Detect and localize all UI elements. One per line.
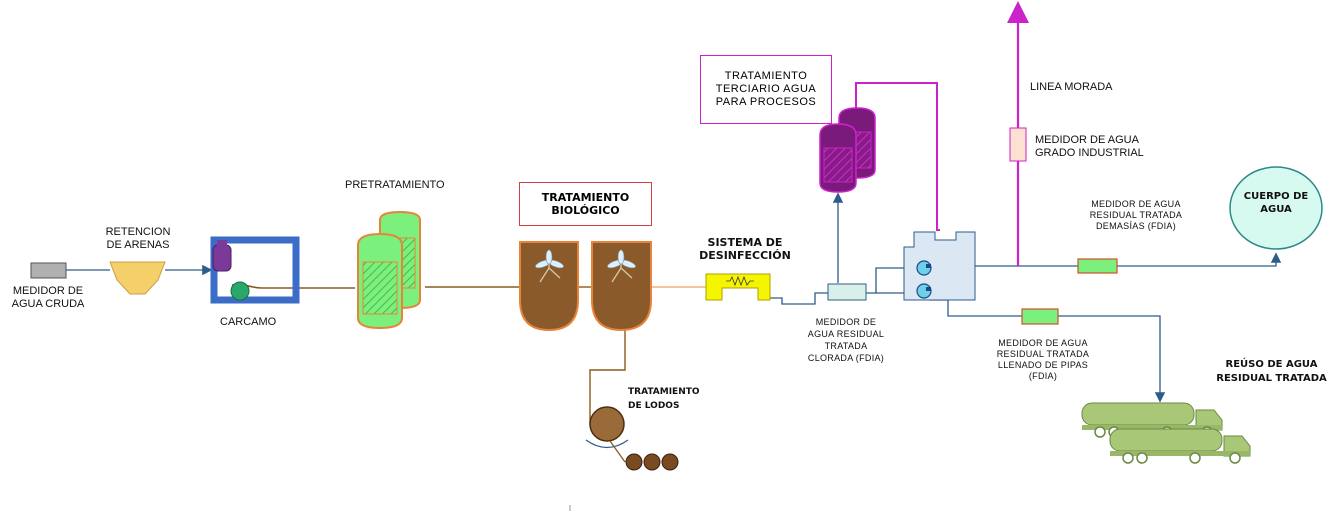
- industrial-meter-label: MEDIDOR DE AGUA GRADO INDUSTRIAL: [1035, 134, 1144, 159]
- tanker-trucks-icon: [1081, 402, 1251, 464]
- carcamo-label: CARCAMO: [220, 316, 277, 328]
- chlorinated-flow-meter-icon: [827, 283, 867, 301]
- sludge-treatment-label: TRATAMIENTO DE LODOS: [628, 387, 700, 411]
- biological-reactor-icon: [519, 241, 652, 332]
- demasias-meter-label: MEDIDOR DE AGUA RESIDUAL TRATADA DEMASÍA…: [1089, 199, 1183, 231]
- sludge-treatment-icon: [585, 406, 679, 471]
- water-body-label: CUERPO DE AGUA: [1243, 191, 1309, 215]
- pretreatment-label: PRETRATAMIENTO: [345, 179, 445, 191]
- raw-water-meter-icon: [30, 262, 67, 279]
- grit-chamber-icon: [109, 261, 166, 295]
- tertiary-treatment-tanks-icon: [819, 107, 876, 193]
- purple-line-label: LINEA MORADA: [1030, 81, 1113, 93]
- water-body-icon: [1229, 166, 1323, 250]
- chlorinated-meter-label: MEDIDOR DE AGUA RESIDUAL TRATADA CLORADA…: [807, 317, 885, 363]
- demasias-flow-meter-icon: [1077, 258, 1118, 274]
- tertiary-treatment-box: TRATAMIENTO TERCIARIO AGUA PARA PROCESOS: [700, 55, 832, 124]
- pump-station-icon: [903, 231, 976, 301]
- pipas-meter-label: MEDIDOR DE AGUA RESIDUAL TRATADA LLENADO…: [996, 338, 1090, 381]
- carcamo-sump-icon: [210, 236, 300, 304]
- grit-retention-label: RETENCION DE ARENAS: [105, 226, 171, 251]
- disinfection-system-label: SISTEMA DE DESINFECCIÓN: [699, 236, 791, 262]
- industrial-grade-meter-icon: [1009, 127, 1027, 162]
- pretreatment-tanks-icon: [357, 210, 421, 330]
- biological-treatment-box: TRATAMIENTO BIOLÓGICO: [519, 182, 652, 226]
- disinfection-unit-icon: [705, 273, 771, 301]
- reuse-label: REÚSO DE AGUA RESIDUAL TRATADA: [1216, 359, 1327, 384]
- raw-water-meter-label: MEDIDOR DE AGUA CRUDA: [11, 285, 85, 310]
- pipas-flow-meter-icon: [1021, 308, 1059, 325]
